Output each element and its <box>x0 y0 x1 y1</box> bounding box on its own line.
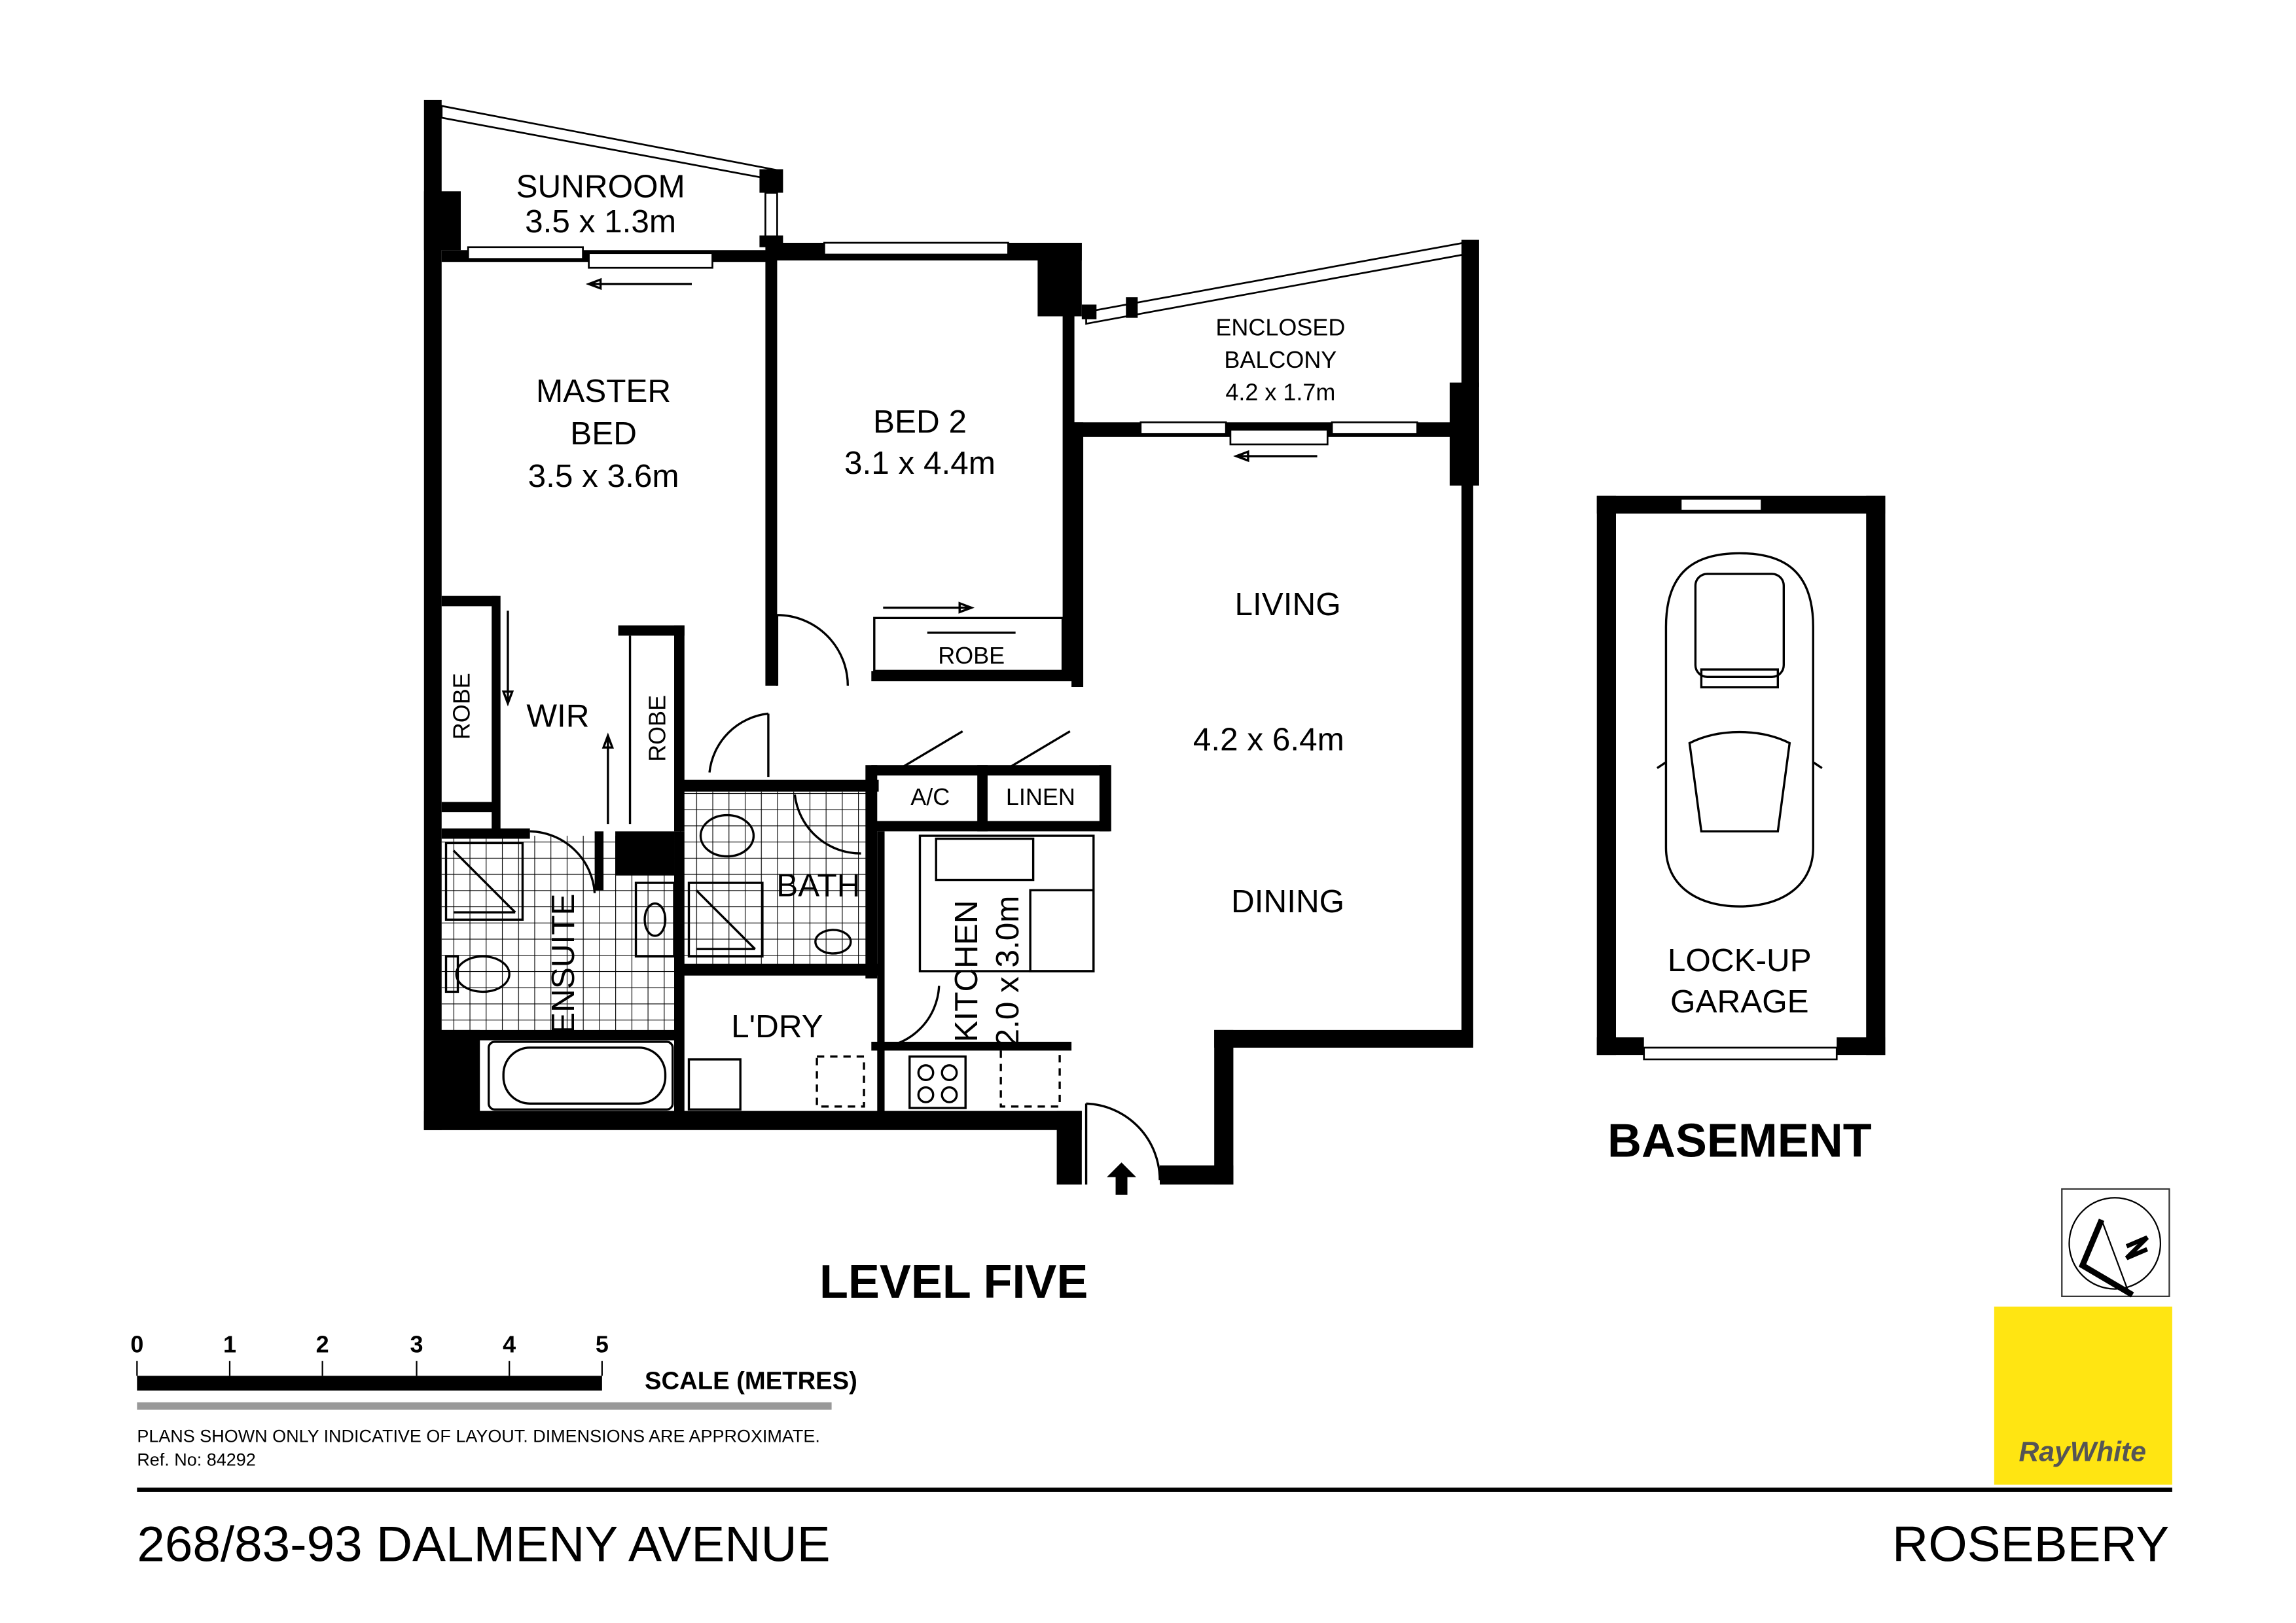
ref-number: Ref. No: 84292 <box>137 1450 255 1469</box>
master-bed-label-2: BED <box>570 416 637 452</box>
disclaimer: PLANS SHOWN ONLY INDICATIVE OF LAYOUT. D… <box>137 1426 820 1446</box>
garage-label: LOCK-UP <box>1668 942 1812 978</box>
wall <box>871 671 1075 682</box>
wall <box>674 831 685 1126</box>
wall <box>871 821 1110 832</box>
laundry-label: L'DRY <box>731 1008 823 1044</box>
wall <box>877 831 885 1126</box>
master-bed-label: MASTER <box>536 373 671 409</box>
scale-tick-4: 4 <box>503 1330 516 1357</box>
ac-label: A/C <box>910 783 950 810</box>
wall <box>618 625 685 636</box>
balcony-dims: 4.2 x 1.7m <box>1225 379 1335 406</box>
scale-tick-2: 2 <box>316 1330 329 1357</box>
level-five-plan <box>423 99 1479 1195</box>
scale-tick-3: 3 <box>410 1330 423 1357</box>
wall <box>680 963 879 976</box>
wall <box>441 802 498 813</box>
wall <box>871 1041 1072 1051</box>
wall <box>441 1029 677 1041</box>
sliding-door <box>588 252 713 269</box>
kitchen-dims: 2.0 x 3.0m <box>990 895 1026 1046</box>
wall <box>674 625 685 832</box>
balcony-label-2: BALCONY <box>1224 346 1336 373</box>
wall <box>1159 1165 1234 1185</box>
address: 268/83-93 DALMENY AVENUE <box>137 1517 830 1573</box>
wall <box>423 191 461 251</box>
suburb: ROSEBERY <box>1892 1517 2169 1573</box>
wall <box>765 250 778 686</box>
master-bed-dims: 3.5 x 3.6m <box>528 458 679 494</box>
bed2-label: BED 2 <box>873 404 967 440</box>
scale-tick-1: 1 <box>223 1330 236 1357</box>
entry-arrow-icon <box>1107 1162 1137 1195</box>
toilet-icon <box>455 955 511 993</box>
scale-bar <box>136 1361 832 1410</box>
bathtub-icon <box>488 1041 674 1111</box>
window <box>1331 421 1418 435</box>
wall <box>1081 304 1097 319</box>
window <box>823 241 1009 256</box>
wall <box>1126 297 1138 318</box>
window <box>1679 497 1763 512</box>
bath-label: BATH <box>776 867 860 903</box>
wall <box>1461 471 1473 1045</box>
robe-right-label: ROBE <box>644 695 671 762</box>
raywhite-logo <box>1994 1306 2172 1485</box>
car-icon <box>1657 552 1823 908</box>
bath-tiles <box>680 791 869 965</box>
wall <box>492 596 501 832</box>
window <box>764 192 778 238</box>
window <box>467 246 584 260</box>
kitchen-label: KITCHEN <box>948 900 984 1042</box>
living-dims: 4.2 x 6.4m <box>1193 722 1344 758</box>
wall <box>594 831 604 891</box>
wall <box>423 99 442 1130</box>
wall <box>423 1111 1082 1130</box>
wir-label: WIR <box>526 698 589 734</box>
level-title: LEVEL FIVE <box>819 1256 1088 1308</box>
wall <box>1071 422 1084 688</box>
wall <box>1461 240 1479 387</box>
wall <box>977 765 988 832</box>
robe-bed2-label: ROBE <box>938 642 1005 669</box>
wall <box>1214 1029 1234 1185</box>
wall <box>441 596 498 607</box>
raywhite-logo-text: RayWhite <box>2018 1436 2146 1468</box>
wall <box>441 828 530 839</box>
sunroom-dims: 3.5 x 1.3m <box>525 204 676 240</box>
garage-plan <box>1596 495 1886 1061</box>
scale-label: SCALE (METRES) <box>645 1367 857 1395</box>
robe-left-label: ROBE <box>448 673 475 740</box>
dining-label: DINING <box>1231 883 1344 919</box>
wall <box>615 831 675 876</box>
window <box>1139 421 1227 435</box>
north-arrow-icon <box>2061 1188 2170 1298</box>
living-label: LIVING <box>1235 586 1341 622</box>
wall <box>759 169 783 193</box>
linen-label: LINEN <box>1006 783 1075 810</box>
basement-title: BASEMENT <box>1607 1115 1872 1167</box>
footer-divider <box>137 1488 2172 1492</box>
sliding-door <box>1229 429 1329 446</box>
wall <box>871 765 1110 776</box>
balcony-label: ENCLOSED <box>1215 314 1345 341</box>
bed2-dims: 3.1 x 4.4m <box>844 445 996 481</box>
ensuite-label: ENSUITE <box>545 894 581 1034</box>
wall <box>865 765 878 979</box>
wall <box>1037 242 1082 317</box>
scale-tick-5: 5 <box>596 1330 609 1357</box>
balcony-window <box>1085 240 1473 325</box>
sunroom-label: SUNROOM <box>516 168 685 204</box>
cooktop-icon <box>908 1055 967 1109</box>
garage-label-2: GARAGE <box>1670 984 1809 1020</box>
scale-tick-0: 0 <box>130 1330 143 1357</box>
wall <box>1099 765 1111 832</box>
wall <box>1214 1029 1473 1048</box>
wall <box>680 779 879 792</box>
